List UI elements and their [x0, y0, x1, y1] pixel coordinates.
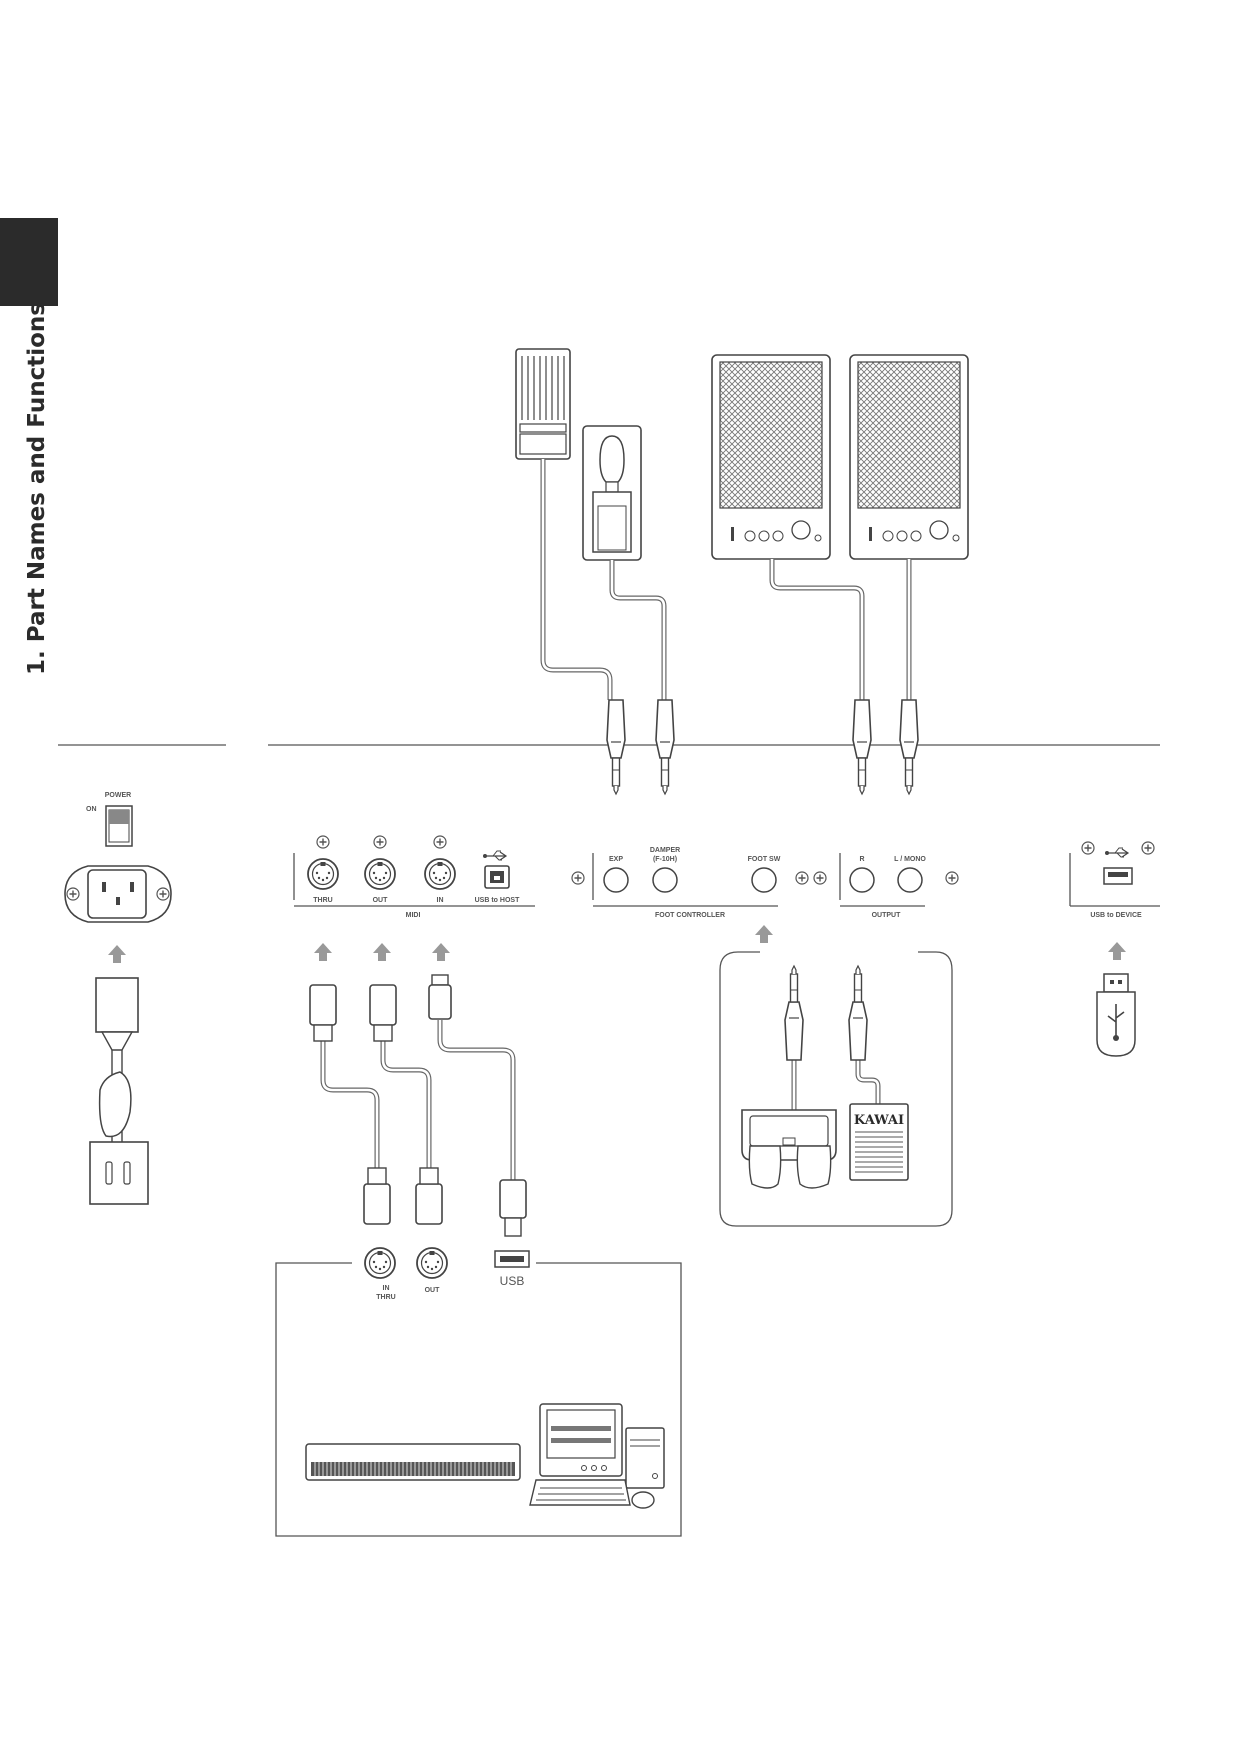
power-plug-icon: [89, 977, 149, 1205]
arrow-up-icon: [108, 945, 126, 963]
foot-sw-jack[interactable]: [751, 867, 777, 893]
foot-controller-group-label: FOOT CONTROLLER: [655, 912, 725, 919]
pedal-cables: [540, 459, 675, 795]
computer-usb-label: USB: [500, 1274, 525, 1288]
power-title: POWER: [105, 792, 131, 799]
computer-icon: [529, 1403, 665, 1509]
output-group-label: OUTPUT: [872, 912, 902, 919]
screw-icon: [571, 871, 585, 885]
screw-icon: [156, 887, 170, 901]
arrow-up-icon: [432, 943, 450, 961]
midi-thru-label: THRU: [313, 897, 332, 904]
power-on-label: ON: [86, 806, 97, 813]
usb-icon: [1105, 847, 1130, 858]
kawai-pedal-icon: KAWAI: [849, 1103, 909, 1181]
foot-sw-label: FOOT SW: [748, 856, 781, 863]
computer-box: IN THRU OUT USB: [275, 1247, 682, 1537]
computer-thru-label: THRU: [376, 1294, 395, 1301]
section-title: 1. Part Names and Functions: [24, 302, 50, 675]
output-r-label: R: [859, 856, 864, 863]
computer-midi-out-port: [416, 1247, 448, 1279]
screw-icon: [945, 871, 959, 885]
screw-icon: [813, 871, 827, 885]
midi-out-port[interactable]: [364, 858, 396, 890]
output-lmono-label: L / MONO: [894, 856, 926, 863]
expression-pedal-icon: [515, 348, 571, 460]
midi-group-label: MIDI: [406, 912, 421, 919]
damper-pedal-icon: [582, 425, 642, 561]
arrow-up-icon: [755, 925, 773, 943]
damper-sub-label: (F-10H): [653, 856, 677, 863]
screw-icon: [373, 835, 387, 849]
screw-icon: [1081, 841, 1095, 855]
midi-in-label: IN: [437, 897, 444, 904]
damper-jack[interactable]: [652, 867, 678, 893]
screw-icon: [316, 835, 330, 849]
foot-pedal-box: KAWAI: [719, 951, 953, 1227]
midi-section: THRU OUT IN MIDI USB to HOST: [293, 835, 535, 961]
midi-thru-port[interactable]: [307, 858, 339, 890]
midi-out-label: OUT: [373, 897, 389, 904]
screw-icon: [66, 887, 80, 901]
computer-in-label: IN: [383, 1285, 390, 1292]
screw-icon: [433, 835, 447, 849]
arrow-up-icon: [373, 943, 391, 961]
speaker-cables: [769, 559, 919, 795]
output-r-jack[interactable]: [849, 867, 875, 893]
exp-label: EXP: [609, 856, 623, 863]
usb-stick-icon: [1096, 973, 1136, 1057]
screw-icon: [1141, 841, 1155, 855]
power-switch[interactable]: [105, 805, 133, 847]
arrow-up-icon: [1108, 942, 1126, 960]
screw-icon: [795, 871, 809, 885]
double-pedal-icon: [741, 1109, 837, 1189]
midi-in-port[interactable]: [424, 858, 456, 890]
ac-inlet[interactable]: [64, 865, 172, 923]
damper-label: DAMPER: [650, 847, 680, 854]
computer-midi-in-port: [364, 1247, 396, 1279]
usb-device-label: USB to DEVICE: [1090, 912, 1142, 919]
kawai-brand: KAWAI: [854, 1113, 904, 1128]
usb-device-port[interactable]: [1103, 867, 1133, 885]
output-section: R L / MONO OUTPUT: [839, 853, 959, 919]
usb-icon: [483, 850, 508, 861]
power-section: POWER ON: [64, 792, 172, 1205]
usb-device-section: USB to DEVICE: [1069, 841, 1160, 1057]
midi-cables: [309, 974, 527, 1237]
foot-controller-section: EXP DAMPER (F-10H) FOOT SW FOOT CONTROLL…: [571, 847, 827, 943]
computer-out-label: OUT: [425, 1287, 441, 1294]
usb-host-label: USB to HOST: [475, 897, 520, 904]
arrow-up-icon: [314, 943, 332, 961]
usb-host-port[interactable]: [484, 865, 510, 889]
speaker-icon: [849, 354, 969, 560]
speaker-icon: [711, 354, 831, 560]
output-lmono-jack[interactable]: [897, 867, 923, 893]
section-tab: [0, 218, 58, 306]
exp-jack[interactable]: [603, 867, 629, 893]
piano-keyboard-icon: [305, 1443, 521, 1481]
